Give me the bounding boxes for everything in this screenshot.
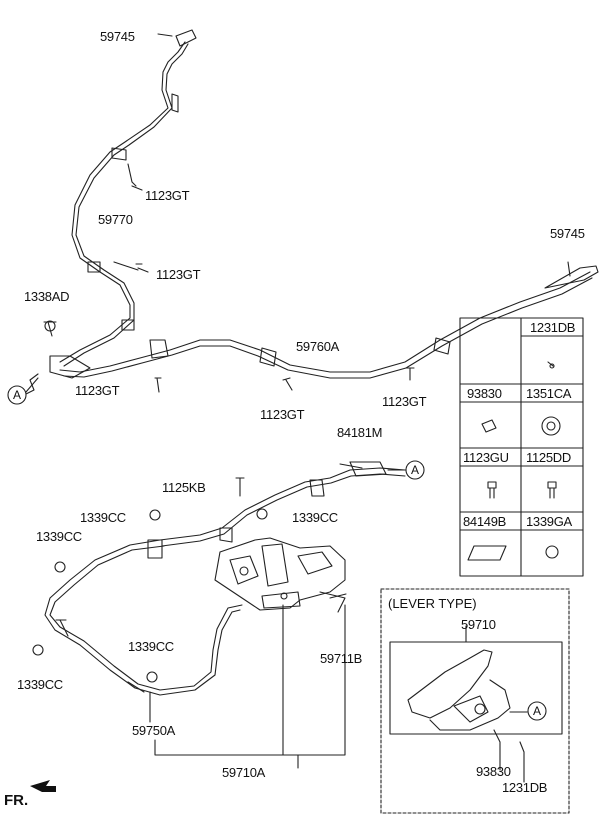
callout-a: A [411, 463, 419, 477]
part-label-1123gt: 1123GT [382, 394, 427, 409]
table-cell-1123gu: 1123GU [463, 450, 509, 465]
callout-a: A [13, 388, 21, 402]
part-label-59770: 59770 [98, 212, 133, 227]
part-label-1338ad: 1338AD [24, 289, 70, 304]
cable-59750a [44, 539, 241, 696]
front-arrow-icon [30, 780, 56, 792]
callout-a: A [533, 704, 541, 718]
part-label-59745-top: 59745 [100, 29, 135, 44]
part-label-1339cc: 1339CC [36, 529, 82, 544]
part-label-59710a: 59710A [222, 765, 266, 780]
pedal-assembly [214, 537, 346, 611]
table-cell-1231db: 1231DB [530, 320, 576, 335]
end-fitting-top [175, 29, 197, 47]
table-cell-1125dd: 1125DD [526, 450, 571, 465]
front-direction-label: FR. [4, 792, 29, 809]
part-label-1231db: 1231DB [502, 780, 548, 795]
part-label-59750a: 59750A [132, 723, 176, 738]
cable-59760a [59, 271, 591, 373]
part-label-1123gt: 1123GT [75, 383, 120, 398]
part-label-1339cc: 1339CC [17, 677, 63, 692]
part-label-1123gt: 1123GT [156, 267, 201, 282]
part-label-1339cc: 1339CC [128, 639, 174, 654]
part-label-59745-right: 59745 [550, 226, 585, 241]
cable-59770 [59, 41, 186, 363]
table-cell-1339ga: 1339GA [526, 514, 572, 529]
part-label-84181m: 84181M [337, 425, 383, 440]
part-label-59710: 59710 [461, 617, 496, 632]
table-cell-1351ca: 1351CA [526, 386, 572, 401]
table-cell-93830: 93830 [467, 386, 502, 401]
part-label-1339cc: 1339CC [80, 510, 126, 525]
part-label-1123gt: 1123GT [145, 188, 190, 203]
part-label-1123gt: 1123GT [260, 407, 305, 422]
lever-handle [407, 649, 493, 719]
part-label-59711b: 59711B [320, 651, 363, 666]
table-cell-84149b: 84149B [463, 514, 507, 529]
part-label-1339cc: 1339CC [292, 510, 338, 525]
part-label-93830: 93830 [476, 764, 511, 779]
part-label-1125kb: 1125KB [162, 480, 206, 495]
part-label-59760a: 59760A [296, 339, 340, 354]
lever-type-title: (LEVER TYPE) [388, 596, 477, 611]
